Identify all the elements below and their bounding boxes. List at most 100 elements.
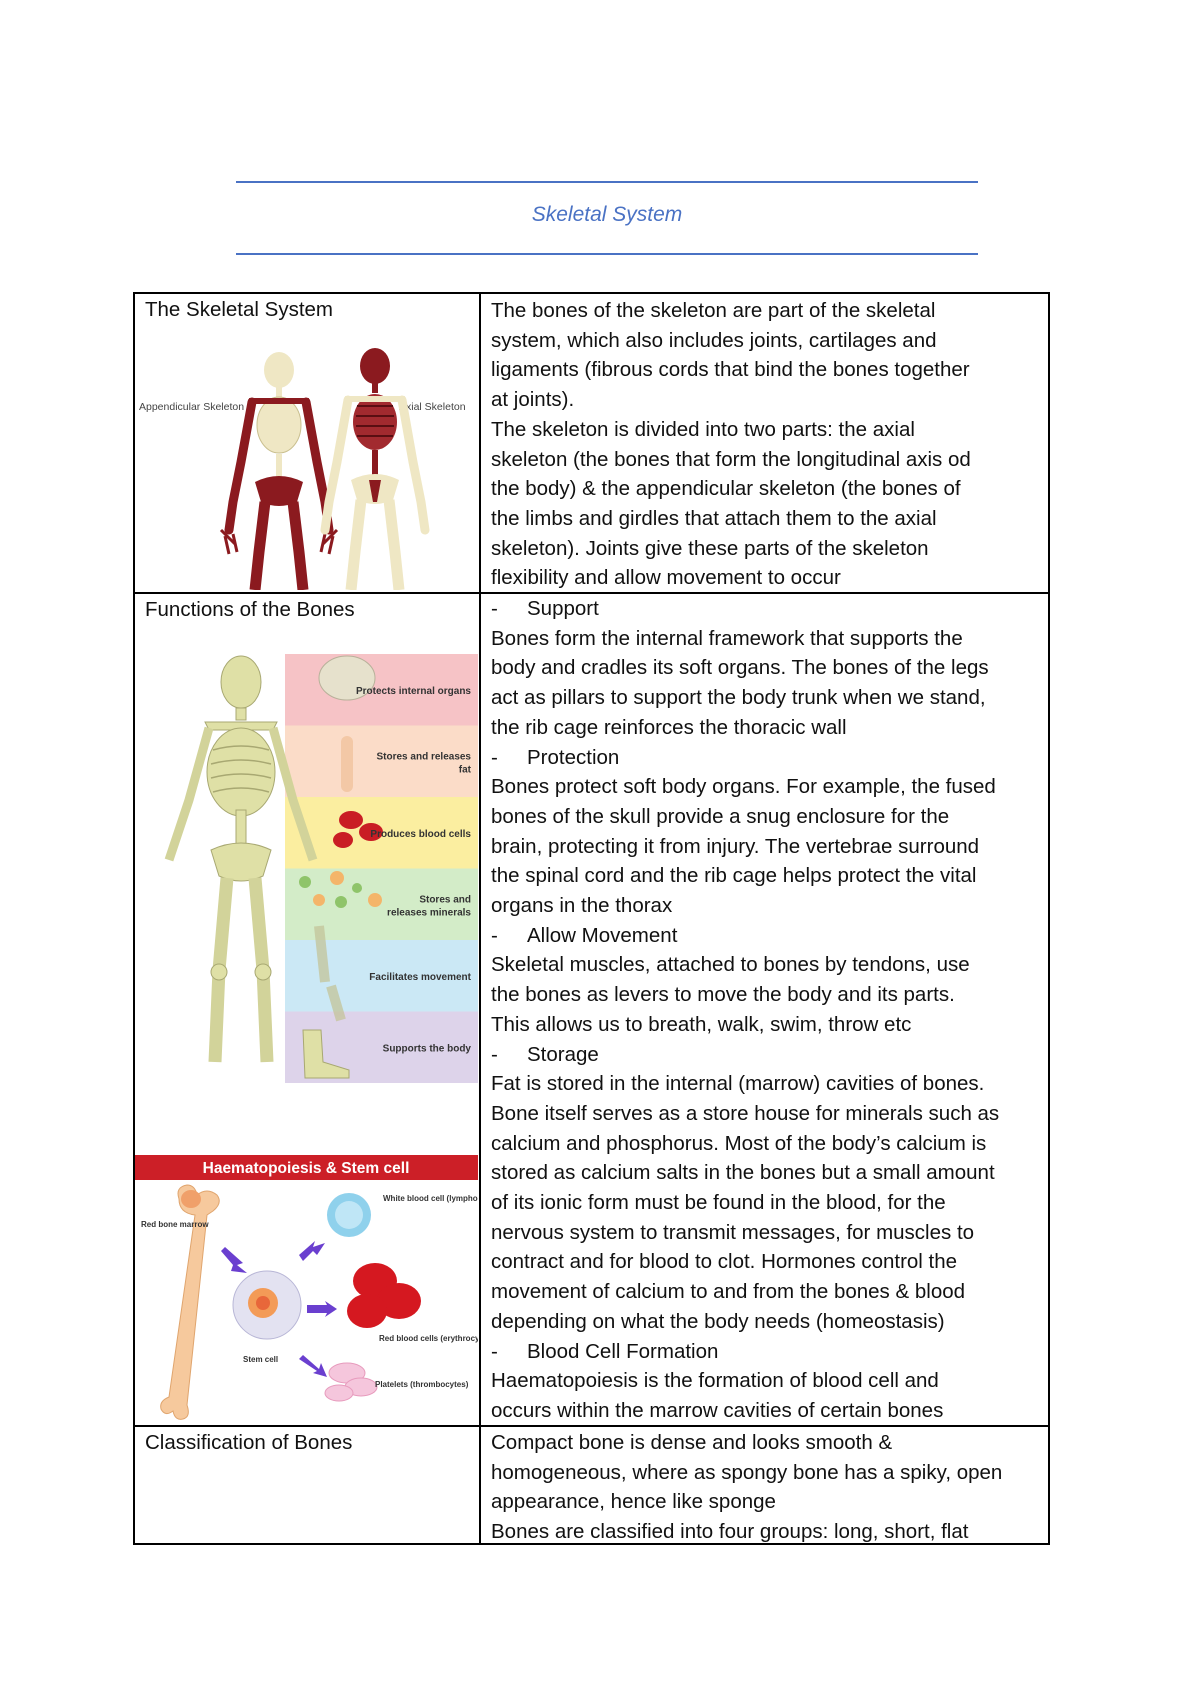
bullet-heading: - Protection: [491, 743, 1046, 773]
blood-cells-icon: [333, 811, 383, 848]
text-line: the spinal cord and the rib cage helps p…: [491, 864, 977, 888]
table-row-divider: [133, 592, 1050, 594]
title-top-rule: [236, 181, 978, 183]
axial-skeleton-illustration: [320, 348, 430, 590]
text-line: at joints).: [491, 388, 575, 412]
text-line: brain, protecting it from injury. The ve…: [491, 834, 980, 858]
bullet-heading: -Support: [491, 594, 1046, 624]
bullet-text: Allow Movement: [527, 923, 678, 947]
bullet-dash: -: [491, 597, 498, 620]
foot-icon: [302, 1029, 350, 1079]
skull-icon: [318, 655, 376, 701]
text-line: the rib cage reinforces the thoracic wal…: [491, 715, 847, 739]
text-line: Compact bone is dense and looks smooth &: [491, 1431, 893, 1454]
text-line: Bones form the internal framework that s…: [491, 626, 963, 650]
content-table: The Skeletal System Appendicular Skeleto…: [133, 292, 1050, 1545]
haematopoiesis-title: Haematopoiesis & Stem cell: [203, 1160, 410, 1177]
bullet-heading: - Storage: [491, 1040, 1046, 1070]
bullet-text: Storage: [527, 1042, 599, 1066]
bullet-dash: -: [491, 1339, 498, 1363]
text-line: contract and for blood to clot. Hormones…: [491, 1250, 958, 1274]
text-line: Bones are classified into four groups: l…: [491, 1520, 969, 1544]
text-line: Skeletal muscles, attached to bones by t…: [491, 953, 970, 977]
function-band-label: Produces blood cells: [370, 829, 471, 840]
bullet-dash: -: [491, 923, 498, 947]
stem-cell-label: Stem cell: [243, 1355, 278, 1364]
title-bottom-rule: [236, 253, 978, 255]
text-line: flexibility and allow movement to occur: [491, 566, 841, 590]
text-line: movement of calcium to and from the bone…: [491, 1280, 966, 1304]
bullet-dash: -: [491, 1042, 498, 1066]
document-title: Skeletal System: [531, 203, 683, 226]
text-line: Haematopoiesis is the formation of blood…: [491, 1369, 939, 1393]
text-line: the bones as levers to move the body and…: [491, 983, 955, 1007]
text-line: system, which also includes joints, cart…: [491, 328, 937, 352]
table-border-top: [133, 292, 1050, 294]
function-bands: [285, 654, 478, 1083]
row-text-classification: Compact bone is dense and looks smooth &…: [491, 1428, 1046, 1547]
bone-fat-icon: [341, 736, 353, 792]
row-label-skeletal-system: The Skeletal System: [145, 298, 333, 321]
text-line: The bones of the skeleton are part of th…: [491, 299, 936, 322]
function-band: [285, 654, 478, 726]
text-line: the limbs and girdles that attach them t…: [491, 506, 937, 530]
text-line: body and cradles its soft organs. The bo…: [491, 656, 989, 680]
text-line: Bones protect soft body organs. For exam…: [491, 775, 996, 799]
white-blood-cell-icon: [327, 1193, 371, 1237]
text-line: depending on what the body needs (homeos…: [491, 1309, 945, 1333]
text-line: occurs within the marrow cavities of cer…: [491, 1398, 944, 1422]
text-line: act as pillars to support the body trunk…: [491, 686, 986, 710]
haematopoiesis-title-bar: [135, 1155, 478, 1180]
minerals-icon: [299, 871, 382, 908]
white-blood-cell-label: White blood cell (lymphocyte): [383, 1194, 478, 1203]
function-band-label: Protects internal organs: [356, 686, 471, 697]
text-line: calcium and phosphorus. Most of the body…: [491, 1131, 987, 1155]
text-line: nervous system to transmit messages, for…: [491, 1220, 975, 1244]
red-blood-cells-icon: [347, 1263, 421, 1328]
function-band: [285, 725, 478, 797]
row-label-functions: Functions of the Bones: [145, 598, 355, 621]
bone-marrow-icon: [160, 1184, 220, 1420]
row-label-classification: Classification of Bones: [145, 1431, 353, 1454]
haematopoiesis-figure: Haematopoiesis & Stem cell Red bone marr…: [135, 1155, 478, 1425]
table-border-right: [1048, 292, 1050, 1545]
text-line: homogeneous, where as spongy bone has a …: [491, 1460, 1003, 1484]
skeleton-divisions-figure: Appendicular Skeleton Axial Skeleton: [137, 322, 477, 590]
text-line: Fat is stored in the internal (marrow) c…: [491, 1072, 985, 1096]
platelets-label: Platelets (thrombocytes): [375, 1380, 469, 1389]
bullet-heading: - Blood Cell Formation: [491, 1337, 1046, 1367]
row-text-skeletal-system: The bones of the skeleton are part of th…: [491, 296, 1046, 593]
text-line: The skeleton is divided into two parts: …: [491, 417, 915, 441]
text-line: organs in the thorax: [491, 894, 673, 918]
bullet-heading: - Allow Movement: [491, 921, 1046, 951]
table-column-divider: [479, 292, 481, 1545]
knee-joint-icon: [314, 925, 346, 1022]
function-band-label: Supports the body: [383, 1043, 472, 1054]
table-border-bottom: [133, 1543, 1050, 1545]
red-blood-cells-label: Red blood cells (erythrocytes): [379, 1334, 478, 1343]
table-border-left: [133, 292, 135, 1545]
text-line: stored as calcium salts in the bones but…: [491, 1161, 995, 1185]
red-bone-marrow-label: Red bone marrow: [141, 1220, 209, 1229]
text-line: ligaments (fibrous cords that bind the b…: [491, 358, 970, 382]
text-line: the body) & the appendicular skeleton (t…: [491, 477, 961, 501]
appendicular-skeleton-illustration: [219, 352, 339, 590]
bullet-text: Protection: [527, 745, 620, 769]
rib-lines: [210, 745, 272, 793]
text-line: Bone itself serves as a store house for …: [491, 1101, 1000, 1125]
function-band-label: Facilitates movement: [369, 972, 471, 983]
platelets-icon: [324, 1362, 378, 1402]
skeleton-illustration: [164, 655, 318, 1063]
stem-cell-icon: [232, 1270, 302, 1340]
text-line: skeleton (the bones that form the longit…: [491, 447, 971, 471]
appendicular-skeleton-label: Appendicular Skeleton: [139, 401, 244, 413]
bullet-text: Blood Cell Formation: [527, 1339, 719, 1363]
text-line: of its ionic form must be found in the b…: [491, 1191, 946, 1215]
text-line: appearance, hence like sponge: [491, 1490, 776, 1514]
bullet-dash: -: [491, 745, 498, 769]
